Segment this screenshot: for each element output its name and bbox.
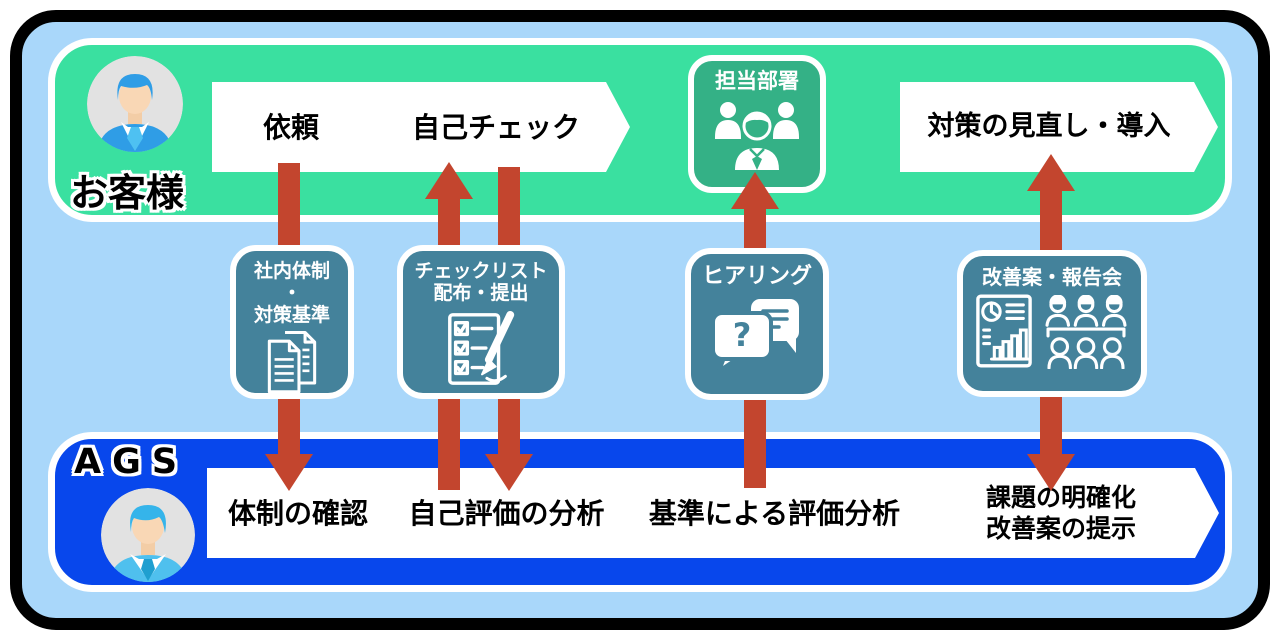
step-issues: 課題の明確化 改善案の提示 bbox=[903, 468, 1219, 558]
step-issues-line2: 改善案の提示 bbox=[985, 514, 1136, 543]
step-self-eval: 自己評価の分析 bbox=[370, 468, 643, 558]
box-report-label: 改善案・報告会 bbox=[982, 265, 1122, 289]
box-hearing: ヒアリング ? bbox=[685, 248, 829, 400]
step-request-label: 依頼 bbox=[262, 110, 319, 144]
box-internal-line2: ・ bbox=[282, 281, 302, 304]
step-standard-eval-label: 基準による評価分析 bbox=[648, 496, 901, 530]
box-checklist: チェックリスト 配布・提出 bbox=[397, 245, 565, 399]
box-report: 改善案・報告会 bbox=[957, 250, 1147, 397]
box-internal-label: 社内体制 ・ 対策基準 bbox=[253, 260, 330, 327]
speech-bubbles-icon: ? bbox=[711, 299, 799, 374]
step-review-label: 対策の見直し・導入 bbox=[927, 111, 1171, 143]
box-internal-line1: 社内体制 bbox=[253, 260, 330, 282]
department-box-label: 担当部署 bbox=[715, 69, 799, 93]
box-checklist-line2: 配布・提出 bbox=[433, 281, 529, 304]
step-issues-label: 課題の明確化 改善案の提示 bbox=[986, 482, 1136, 545]
box-hearing-label: ヒアリング bbox=[701, 264, 812, 289]
hearing-question-mark: ? bbox=[733, 316, 752, 354]
box-internal-line3: 対策基準 bbox=[253, 303, 330, 326]
ags-lane-label: AGS bbox=[74, 442, 189, 482]
report-chart-icon bbox=[976, 294, 1032, 368]
step-self-check: 自己チェック bbox=[362, 82, 630, 172]
department-box: 担当部署 bbox=[688, 55, 826, 193]
step-review: 対策の見直し・導入 bbox=[900, 82, 1218, 172]
customer-lane-label: お客様 bbox=[70, 171, 185, 215]
ags-avatar bbox=[101, 488, 195, 582]
meeting-icon bbox=[1045, 295, 1127, 369]
box-checklist-label: チェックリスト 配布・提出 bbox=[414, 260, 548, 305]
checklist-pen-icon bbox=[448, 310, 515, 385]
department-people-icon bbox=[715, 102, 799, 170]
documents-icon bbox=[267, 330, 317, 393]
step-self-eval-label: 自己評価の分析 bbox=[408, 496, 605, 530]
box-checklist-line1: チェックリスト bbox=[414, 260, 548, 282]
step-self-check-label: 自己チェック bbox=[411, 110, 580, 144]
box-internal-structure: 社内体制 ・ 対策基準 bbox=[230, 245, 354, 399]
step-request: 依頼 bbox=[212, 82, 390, 172]
box-report-icons bbox=[975, 293, 1129, 369]
customer-avatar bbox=[87, 56, 183, 152]
step-issues-line1: 課題の明確化 bbox=[985, 482, 1136, 512]
step-standard-eval: 基準による評価分析 bbox=[600, 468, 949, 558]
step-structure-check-label: 体制の確認 bbox=[227, 496, 368, 530]
